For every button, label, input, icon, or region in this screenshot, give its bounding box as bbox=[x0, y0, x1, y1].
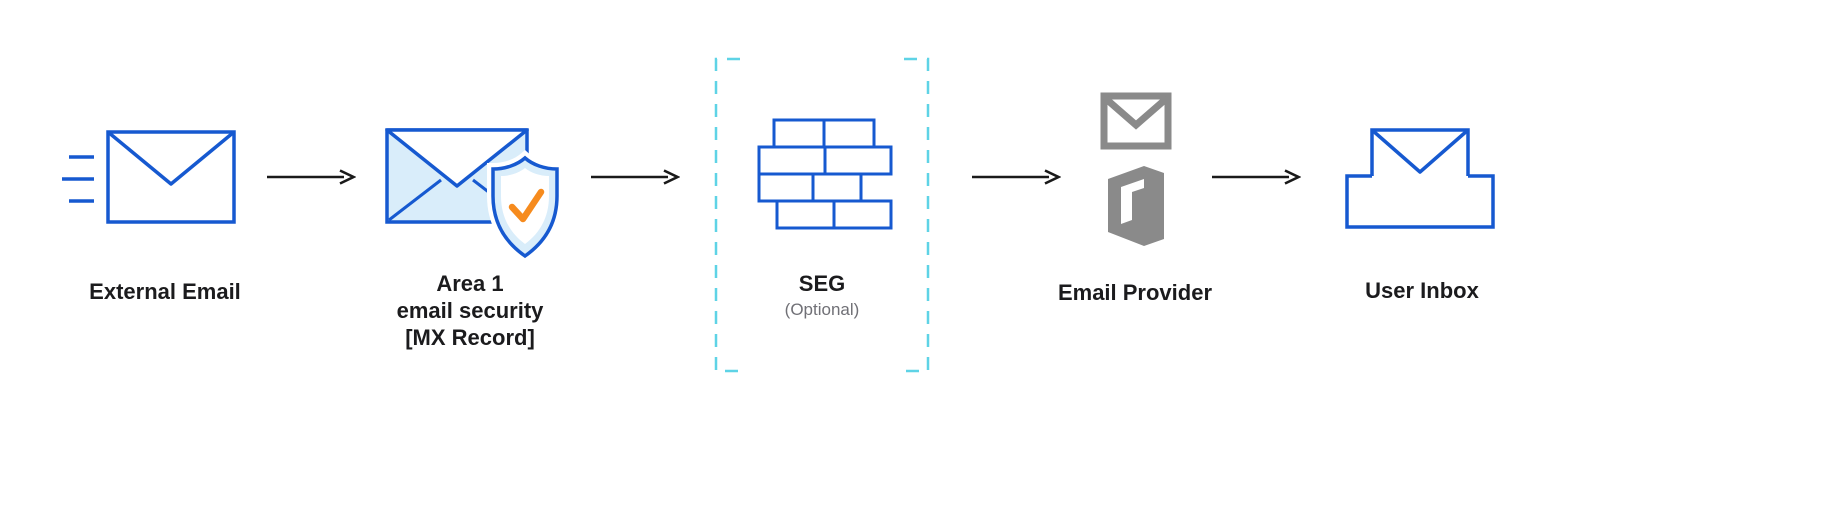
check-icon bbox=[508, 188, 545, 223]
area1-label-line3: [MX Record] bbox=[405, 325, 535, 350]
office-icon bbox=[1108, 166, 1164, 246]
user-inbox-label: User Inbox bbox=[1365, 278, 1479, 303]
brick-wall-icon bbox=[757, 118, 893, 230]
speed-lines bbox=[62, 155, 94, 203]
seg-label-group: SEG (Optional) bbox=[732, 270, 912, 321]
optional-dashed-boundary bbox=[714, 57, 930, 373]
shield-check-icon bbox=[487, 150, 563, 260]
email-provider-label: Email Provider bbox=[1057, 280, 1213, 305]
speeding-envelope-icon bbox=[62, 130, 236, 224]
flow-arrow-2 bbox=[591, 169, 680, 185]
inbox-envelope-icon bbox=[1345, 128, 1495, 229]
flow-arrow-4 bbox=[1212, 169, 1301, 185]
external-email-label: External Email bbox=[89, 279, 241, 304]
area1-label-line1: Area 1 bbox=[436, 271, 504, 296]
inbox-tray-icon bbox=[1345, 174, 1495, 229]
gmail-icon bbox=[1100, 92, 1172, 150]
flow-arrow-3 bbox=[972, 169, 1061, 185]
seg-label: SEG bbox=[798, 271, 846, 296]
seg-optional-label: (Optional) bbox=[784, 300, 860, 319]
envelope-icon bbox=[106, 130, 236, 224]
flow-arrow-1 bbox=[267, 169, 356, 185]
envelope-with-shield-check-icon bbox=[385, 128, 563, 260]
area1-label: Area 1 email security [MX Record] bbox=[350, 270, 590, 351]
area1-label-line2: email security bbox=[396, 298, 544, 323]
